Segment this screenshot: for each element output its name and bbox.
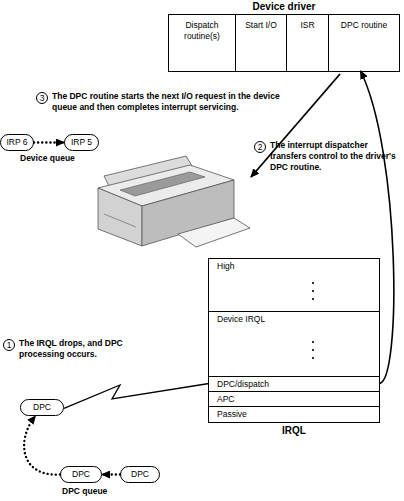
node-text: DPC: [61, 467, 101, 481]
dot: [312, 290, 314, 292]
callout-text: The IRQL drops, and DPC processing occur…: [19, 338, 169, 360]
dot: [312, 282, 314, 284]
routine-cell: Dispatch routine(s): [169, 15, 236, 71]
irql-band: Device IRQL: [209, 311, 379, 376]
routine-cell: Start I/O: [236, 15, 287, 71]
printer-illustration: [98, 156, 250, 247]
dpc-pill: DPC: [60, 466, 102, 483]
irql-band: Passive: [209, 406, 379, 422]
connector: [361, 71, 394, 384]
irql-stack: IRQLHighDevice IRQLDPC/dispatchAPCPassiv…: [208, 258, 380, 423]
node-text: Passive: [217, 408, 379, 420]
callout-text: The interrupt dispatcher transfers contr…: [270, 140, 398, 173]
irp-pill: IRP 6: [0, 134, 34, 151]
dpc-pill: DPC: [120, 466, 160, 483]
callout-text: The DPC routine starts the next I/O requ…: [52, 91, 307, 113]
queue-caption: DPC queue: [62, 486, 107, 497]
printer-side: [142, 180, 234, 246]
routine-cell: ISR: [287, 15, 329, 71]
leader-arrow: [251, 74, 340, 177]
connector: [102, 473, 120, 475]
queue-caption: Device queue: [20, 153, 75, 164]
connector: [34, 141, 64, 143]
node-text: Dispatch routine(s): [171, 20, 233, 42]
node-text: IRP 5: [65, 135, 98, 149]
printer-detail: [104, 214, 136, 227]
printer-back: [104, 156, 192, 188]
node-text: ISR: [289, 20, 326, 31]
irql-band: APC: [209, 391, 379, 406]
node-text: DPC/dispatch: [217, 378, 379, 390]
irql-band: High: [209, 259, 379, 311]
callout-number: 2: [254, 141, 266, 153]
ellipsis-dots: [312, 282, 314, 359]
callout-number: 3: [36, 92, 48, 104]
dot: [312, 349, 314, 351]
connector: [24, 416, 60, 475]
driver-box: Device driverDispatch routine(s)Start I/…: [168, 14, 400, 72]
node-text: DPC: [21, 400, 63, 414]
node-heading: IRQL: [209, 425, 379, 437]
callout-number: 1: [3, 339, 15, 351]
printer-slot: [120, 172, 205, 196]
dot: [312, 341, 314, 343]
routine-cell: DPC routine: [329, 15, 399, 71]
dpc-pill: DPC: [20, 399, 64, 416]
connector: [64, 384, 209, 409]
irql-band: DPC/dispatch: [209, 376, 379, 391]
node-text: Device IRQL: [217, 313, 379, 325]
node-text: Start I/O: [238, 20, 284, 31]
node-text: DPC routine: [331, 20, 397, 31]
dot: [312, 357, 314, 359]
node-text: APC: [217, 393, 379, 405]
dot: [312, 298, 314, 300]
printer-tray: [178, 218, 250, 247]
node-text: High: [217, 260, 379, 272]
printer-top: [98, 165, 234, 206]
irp-pill: IRP 5: [64, 134, 99, 151]
node-text: DPC: [121, 467, 159, 481]
node-heading: Device driver: [169, 1, 399, 13]
connector-layer: [24, 71, 394, 475]
printer-front: [98, 188, 142, 246]
node-text: IRP 6: [1, 135, 33, 149]
